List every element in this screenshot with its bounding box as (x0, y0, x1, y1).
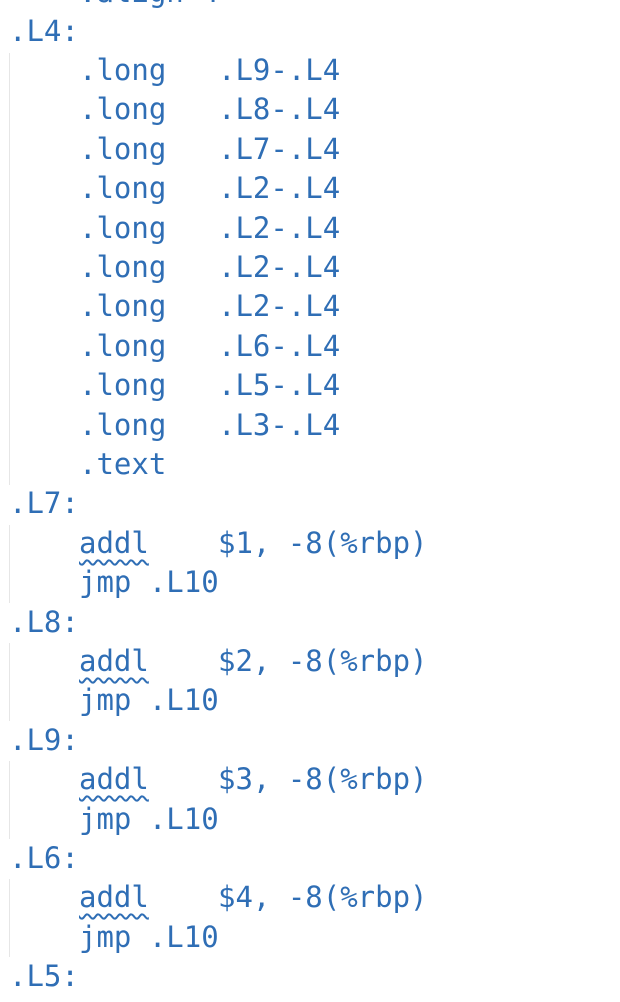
jump-offset: .L3-.L4 (218, 408, 341, 442)
code-line-label-l8: .L8: (0, 603, 620, 642)
long-directive: .long (79, 368, 167, 402)
label-l4: .L4: (9, 14, 79, 48)
long-directive: .long (79, 132, 167, 166)
jump-offset: .L2-.L4 (218, 250, 341, 284)
addl-operands: $1, -8(%rbp) (218, 526, 428, 560)
jmp-instruction: jmp .L10 (79, 683, 219, 717)
jump-offset: .L8-.L4 (218, 92, 341, 126)
code-line-jump-entry: .long .L2-.L4 (0, 209, 620, 248)
code-line-text-directive: .text (0, 445, 620, 484)
jump-offset: .L7-.L4 (218, 132, 341, 166)
indent-guide (9, 53, 10, 485)
indent-guide (9, 643, 10, 721)
addl-operands: $4, -8(%rbp) (218, 880, 428, 914)
code-line-jmp: jmp .L10 (0, 918, 620, 957)
jump-offset: .L5-.L4 (218, 368, 341, 402)
label-l9: .L9: (9, 723, 79, 757)
long-directive: .long (79, 289, 167, 323)
jump-offset: .L2-.L4 (218, 211, 341, 245)
indent-guide (9, 525, 10, 603)
jump-offset: .L9-.L4 (218, 53, 341, 87)
addl-operands: $2, -8(%rbp) (218, 644, 428, 678)
code-line-jump-entry: .long .L2-.L4 (0, 248, 620, 287)
code-line-jmp: jmp .L10 (0, 563, 620, 602)
long-directive: .long (79, 171, 167, 205)
align-directive: .align 4 (79, 0, 219, 12)
code-line-jump-entry: .long .L5-.L4 (0, 366, 620, 405)
long-directive: .long (79, 92, 167, 126)
addl-instruction[interactable]: addl (79, 762, 149, 796)
code-line-label-l7: .L7: (0, 484, 620, 523)
long-directive: .long (79, 250, 167, 284)
code-line-label-l6: .L6: (0, 839, 620, 878)
long-directive: .long (79, 408, 167, 442)
code-line-label-l5: .L5: (0, 957, 620, 996)
code-line-addl: addl $2, -8(%rbp) (0, 642, 620, 681)
code-line-jmp: jmp .L10 (0, 800, 620, 839)
indent-guide (9, 879, 10, 957)
code-line-jmp: jmp .L10 (0, 681, 620, 720)
code-line-label-l4: .L4: (0, 12, 620, 51)
code-line-jump-entry: .long .L2-.L4 (0, 169, 620, 208)
label-l8: .L8: (9, 605, 79, 639)
code-line-jump-entry: .long .L2-.L4 (0, 287, 620, 326)
code-line-addl: addl $1, -8(%rbp) (0, 524, 620, 563)
indent-guide (9, 761, 10, 839)
text-directive: .text (79, 447, 167, 481)
jmp-instruction: jmp .L10 (79, 802, 219, 836)
code-line-jump-entry: .long .L9-.L4 (0, 51, 620, 90)
code-line-jump-entry: .long .L6-.L4 (0, 327, 620, 366)
code-line-jump-entry: .long .L3-.L4 (0, 406, 620, 445)
code-line-jump-entry: .long .L7-.L4 (0, 130, 620, 169)
label-l6: .L6: (9, 841, 79, 875)
code-line-addl: addl $4, -8(%rbp) (0, 878, 620, 917)
jmp-instruction: jmp .L10 (79, 920, 219, 954)
label-l7: .L7: (9, 486, 79, 520)
jmp-instruction: jmp .L10 (79, 565, 219, 599)
jump-offset: .L2-.L4 (218, 289, 341, 323)
addl-instruction[interactable]: addl (79, 644, 149, 678)
code-line-addl: addl $3, -8(%rbp) (0, 760, 620, 799)
long-directive: .long (79, 53, 167, 87)
addl-instruction[interactable]: addl (79, 880, 149, 914)
addl-operands: $3, -8(%rbp) (218, 762, 428, 796)
long-directive: .long (79, 329, 167, 363)
jump-offset: .L6-.L4 (218, 329, 341, 363)
addl-instruction[interactable]: addl (79, 526, 149, 560)
code-line-jump-entry: .long .L8-.L4 (0, 90, 620, 129)
label-l5: .L5: (9, 959, 79, 993)
code-line-partial: .align 4 (0, 0, 620, 39)
jump-offset: .L2-.L4 (218, 171, 341, 205)
long-directive: .long (79, 211, 167, 245)
code-line-label-l9: .L9: (0, 721, 620, 760)
